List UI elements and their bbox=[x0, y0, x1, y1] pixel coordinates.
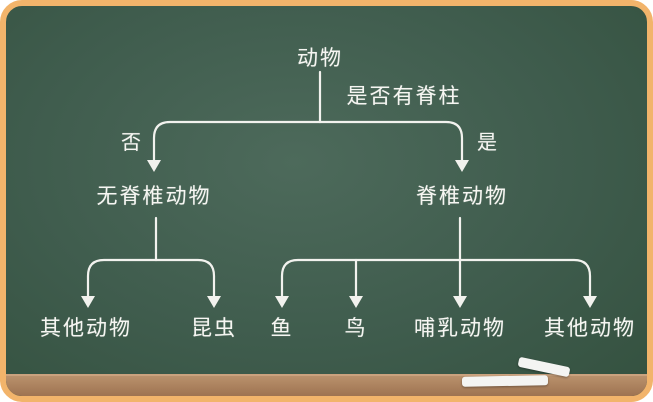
invertebrates-node: 无脊椎动物 bbox=[96, 184, 212, 208]
leaf-insects: 昆虫 bbox=[191, 316, 237, 340]
connector-no bbox=[152, 120, 322, 168]
arrowheads bbox=[81, 160, 597, 308]
leaf-other-invertebrates: 其他动物 bbox=[40, 316, 132, 340]
arrow-inv bbox=[147, 160, 161, 172]
arrow-other-vert bbox=[583, 296, 597, 308]
connector-yes bbox=[318, 120, 464, 168]
arrow-insect bbox=[207, 296, 221, 308]
vertebrates-node: 脊椎动物 bbox=[416, 184, 508, 208]
chalk-ledge bbox=[6, 374, 647, 396]
root-node: 动物 bbox=[297, 46, 343, 70]
arrow-other-inv bbox=[81, 296, 95, 308]
connector-vert-right bbox=[458, 258, 592, 304]
arrow-mammal bbox=[453, 296, 467, 308]
connector-vert-left bbox=[280, 258, 462, 304]
arrow-vert bbox=[455, 160, 469, 172]
branch-no-label: 否 bbox=[121, 130, 143, 154]
leaf-birds: 鸟 bbox=[344, 316, 368, 340]
connector-inv-right bbox=[154, 258, 216, 304]
leaf-mammals: 哺乳动物 bbox=[414, 316, 506, 340]
leaf-other-vertebrates: 其他动物 bbox=[544, 316, 636, 340]
question-label: 是否有脊柱 bbox=[346, 84, 462, 108]
branch-yes-label: 是 bbox=[477, 130, 499, 154]
arrow-fish bbox=[275, 296, 289, 308]
arrow-bird bbox=[349, 296, 363, 308]
tree-connectors bbox=[81, 70, 597, 308]
chalk-piece bbox=[461, 375, 549, 387]
connector-inv-left bbox=[86, 258, 158, 304]
leaf-fish: 鱼 bbox=[270, 316, 294, 340]
